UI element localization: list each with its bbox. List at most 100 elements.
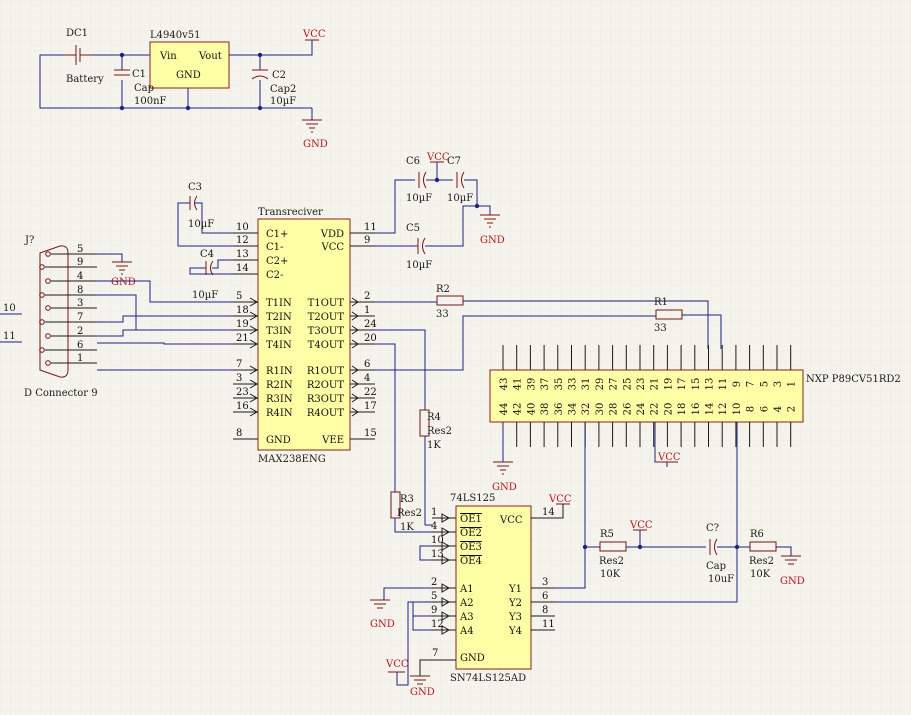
nxp-pin-number: 44 — [499, 403, 510, 416]
max238-pin-arrow — [351, 393, 359, 403]
max238-pin-label: R1IN — [266, 366, 293, 377]
nxp-pin-number: 31 — [581, 378, 592, 391]
dconn-pin-number: 5 — [77, 244, 83, 255]
nxp-pin-number: 32 — [581, 403, 592, 416]
c2-ref: C2 — [272, 70, 286, 81]
nxp-pin-number: 16 — [691, 403, 702, 416]
max238-pin-number: 2 — [364, 291, 370, 302]
max238-pin-label: C1- — [266, 242, 283, 253]
max238-pin-label: T1IN — [266, 298, 292, 309]
capacitor-c4[interactable]: C4 10µF — [189, 249, 233, 301]
dconn-pin-contact — [45, 360, 51, 366]
r3-ref: R3 — [400, 494, 414, 505]
resistor-r2[interactable]: R2 33 — [375, 284, 709, 349]
dconn-pin-number: 4 — [77, 271, 83, 282]
max238-pin-number: 19 — [236, 319, 249, 330]
max238-pin-label: C1+ — [266, 229, 288, 240]
ls125-vcc-pin: 14 — [542, 507, 555, 518]
dconn-pin-number: 7 — [77, 312, 83, 323]
nxp-mcu[interactable]: NXP P89CV51RD2 — [489, 369, 901, 423]
regulator-l4940[interactable]: L4940v51 Vin Vout GND — [149, 30, 230, 89]
svg-text:GND: GND — [492, 482, 517, 493]
max238-pin-number: 8 — [236, 428, 242, 439]
resistor-r4[interactable]: R4 Res2 1K — [375, 329, 452, 526]
d-connector-j[interactable]: J? D Connector 9 — [24, 235, 98, 399]
gnd-symbol-dconn: GND — [97, 253, 136, 288]
svg-text:VCC: VCC — [657, 452, 681, 463]
max238-pin-number: 14 — [236, 263, 249, 274]
svg-text:VCC: VCC — [385, 659, 409, 670]
ls125-pin-label: Y3 — [508, 612, 522, 623]
ls125-pin-arrow — [441, 527, 451, 537]
max238-pin-arrow — [249, 365, 259, 375]
c7-value: 10µF — [447, 193, 473, 204]
nxp-pin-number: 27 — [609, 378, 620, 391]
max238-chip[interactable]: Transreciver MAX238ENG — [257, 207, 351, 465]
capacitor-c6[interactable]: C6 10µF — [375, 156, 432, 234]
capacitor-c3[interactable]: C3 10µF — [177, 182, 233, 247]
nxp-pin-number: 13 — [705, 378, 716, 391]
capacitor-c2[interactable]: C2 Cap2 10µF — [251, 69, 296, 107]
resistor-r3[interactable]: R3 Res2 1K — [375, 343, 432, 533]
c4-ref: C4 — [200, 249, 214, 260]
ls125-pin-arrow — [441, 597, 451, 607]
max238-pin-label: T2OUT — [308, 312, 345, 323]
svg-text:GND: GND — [480, 235, 505, 246]
max238-pin-label: R3OUT — [307, 394, 345, 405]
ls125-pin-label: A1 — [459, 584, 474, 595]
power-wires — [39, 40, 313, 120]
ls125-chip[interactable]: 74LS125 SN74LS125AD VCC GND — [450, 493, 532, 684]
dconn-pin-contact — [39, 347, 45, 353]
ls125-pin-number: 11 — [542, 619, 555, 630]
capacitor-cq[interactable]: C? Cap 10uF — [706, 523, 750, 585]
resistor-r1[interactable]: R1 33 — [375, 297, 722, 371]
r6-type: Res2 — [749, 556, 774, 567]
nxp-pin-number: 10 — [732, 403, 743, 416]
dconn-pin-contact — [39, 264, 45, 270]
nxp-pin-number: 24 — [636, 403, 647, 416]
ls125-pin-label: OE2 — [460, 528, 482, 539]
output-wires — [555, 422, 738, 603]
svg-text:VCC: VCC — [426, 152, 450, 163]
ls125-pin-number: 10 — [431, 535, 444, 546]
capacitor-c1[interactable]: C1 Cap 100nF — [114, 69, 167, 107]
svg-text:VCC: VCC — [629, 520, 653, 531]
nxp-part: NXP P89CV51RD2 — [806, 374, 901, 385]
max238-pin-number: 15 — [364, 428, 377, 439]
nxp-pin-number: 41 — [513, 378, 524, 391]
capacitor-c5[interactable]: C5 10µF — [375, 205, 477, 271]
nxp-pin-number: 33 — [568, 378, 579, 391]
max238-pin-arrow — [351, 407, 359, 417]
resistor-r5[interactable]: VCC R5 Res2 10K — [599, 520, 706, 580]
dconn-pin-contact — [39, 319, 45, 325]
r4-value: 1K — [427, 440, 441, 451]
r6-ref: R6 — [750, 529, 764, 540]
ls125-pin-number: 3 — [542, 577, 548, 588]
nxp-pin-number: 29 — [595, 378, 606, 391]
r2-ref: R2 — [436, 284, 450, 295]
cq-ref: C? — [706, 523, 719, 534]
max238-pin-arrow — [351, 339, 359, 349]
regulator-vout-label: Vout — [198, 51, 222, 62]
ls125-title: 74LS125 — [450, 493, 495, 504]
max238-pin-label: T4OUT — [308, 340, 345, 351]
max238-pin-arrow — [249, 297, 259, 307]
max238-pin-arrow — [249, 339, 259, 349]
nxp-pin-number: 2 — [787, 406, 798, 412]
nxp-pin-number: 12 — [718, 403, 729, 416]
nxp-pin-number: 18 — [677, 403, 688, 416]
nxp-pin-number: 14 — [705, 403, 716, 416]
svg-text:GND: GND — [370, 619, 395, 630]
max238-pin-number: 3 — [236, 373, 242, 384]
battery-dc1[interactable]: DC1 Battery — [63, 28, 104, 85]
dconn-net-labels: 10 11 — [0, 303, 22, 343]
max238-pin-label: R3IN — [266, 394, 293, 405]
resistor-r6[interactable]: GND R6 Res2 10K — [749, 529, 805, 587]
ls125-pin-number: 2 — [431, 577, 437, 588]
c2-value: 10µF — [270, 96, 296, 107]
max238-pin-label: R1OUT — [307, 366, 345, 377]
max238-pin-label: T3IN — [266, 326, 292, 337]
vcc-symbol-top: VCC — [302, 29, 326, 41]
